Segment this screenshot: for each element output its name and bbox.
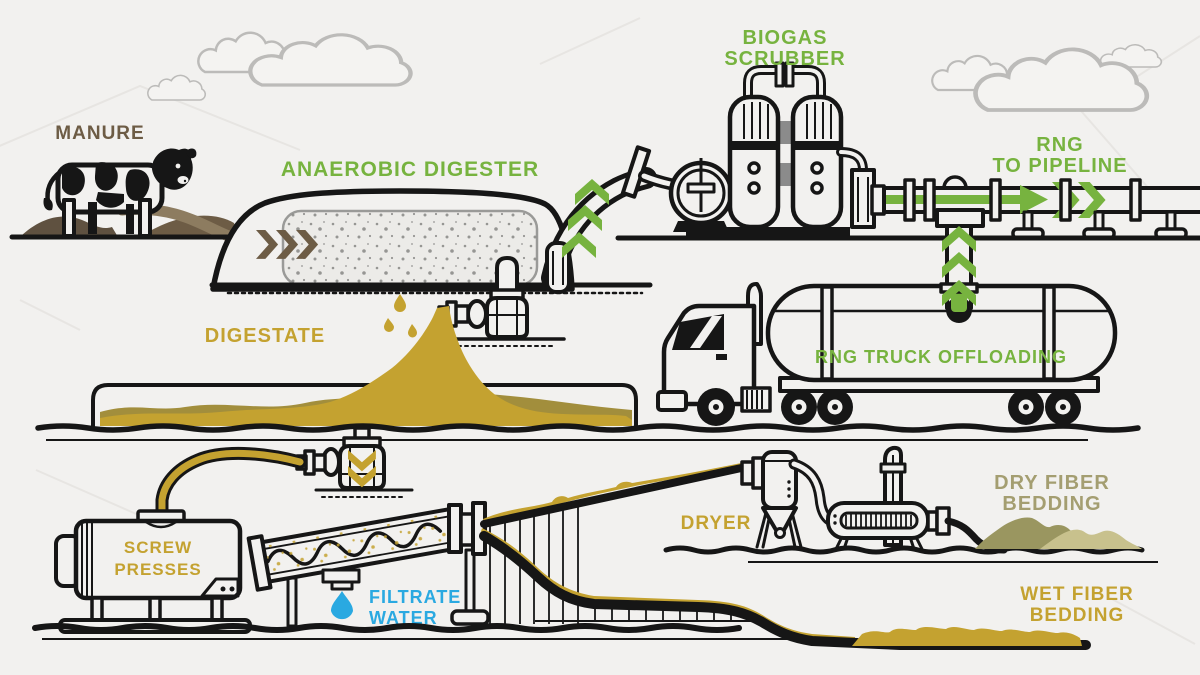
scrubber-tank [790, 94, 844, 230]
bumper [656, 390, 688, 412]
manure-scene: MANURE [9, 123, 268, 252]
pipeline-flow-arrow-icon [886, 195, 1020, 204]
cloud-icon [147, 74, 207, 101]
press-label-line1: SCREW [124, 538, 192, 557]
pipe-flange [1129, 178, 1142, 222]
filtrate-label-line1: FILTRATE [369, 587, 461, 607]
offloading-riser [935, 208, 985, 323]
pipeline-label-line1: RNG [1036, 134, 1083, 156]
water-drop-icon [331, 591, 353, 620]
cow-eye [175, 163, 181, 169]
ground-line [35, 423, 1141, 433]
auger [246, 501, 490, 628]
dryer-label: DRYER [681, 513, 752, 534]
anaerobic-digester: ANAEROBIC DIGESTER [209, 145, 700, 295]
dry-fiber-label-line2: BEDDING [1002, 493, 1101, 515]
dry-fiber-label-line1: DRY FIBER [994, 472, 1110, 494]
press-label-line2: PRESSES [114, 560, 201, 579]
digestate-label: DIGESTATE [205, 325, 325, 347]
screw-press: SCREW PRESSES FILTRATE WATER [54, 501, 490, 634]
pipe-flange [923, 178, 936, 222]
pipe-flange [903, 178, 916, 222]
dryer-scene: DRYER DRY FIBER BEDDING [663, 445, 1158, 563]
riser-collar [935, 208, 985, 228]
dry-fiber-pile [1040, 529, 1142, 549]
slurry-pipe [155, 446, 307, 520]
pipe-flange [1059, 178, 1072, 222]
wet-fiber-label-line1: WET FIBER [1020, 584, 1134, 605]
pipe-support [1011, 210, 1188, 240]
digestate-lagoon: DIGESTATE [91, 294, 638, 430]
sky [147, 31, 1163, 110]
manure-label: MANURE [55, 123, 144, 144]
cow [43, 148, 197, 238]
cyclone-legs [755, 503, 803, 549]
biogas-scrubber: BIOGAS SCRUBBER [668, 27, 876, 238]
digester-label: ANAEROBIC DIGESTER [281, 158, 539, 181]
ground-line [663, 545, 1145, 555]
ground-line [32, 623, 742, 633]
scrubber-label-line1: BIOGAS [743, 27, 828, 49]
upper-conveyor-belt [480, 463, 750, 528]
truck-offloading-label: RNG TRUCK OFFLOADING [815, 347, 1067, 367]
wheel [697, 388, 1081, 426]
digestate-pump [437, 256, 566, 347]
dryer-outlet-belt [944, 517, 1008, 554]
pipeline-label-line2: TO PIPELINE [992, 155, 1127, 177]
tanker-band [1042, 285, 1056, 381]
digestate-drop [394, 294, 406, 312]
rng-pipeline: RNG TO PIPELINE [615, 134, 1200, 241]
rng-truck: RNG TRUCK OFFLOADING [35, 282, 1141, 441]
tanker-band [820, 285, 834, 381]
pipe-flange [989, 178, 1002, 222]
transfer-pump [155, 426, 414, 520]
lower-conveyor-belt [479, 531, 1091, 650]
conveyors: WET FIBER BEDDING [32, 462, 1134, 650]
wet-fiber-on-belt [480, 528, 855, 645]
drip-chute [321, 568, 361, 584]
scrubber-platform [686, 227, 850, 238]
scrubber-tank [727, 94, 781, 230]
drum-window [839, 511, 919, 530]
lagoon-outline [91, 383, 638, 430]
wet-fiber-label-line2: BEDDING [1030, 605, 1125, 626]
wet-fiber-pile [852, 627, 1082, 646]
filtrate-label-line2: WATER [369, 608, 438, 628]
scrubber-label-line2: SCRUBBER [724, 48, 845, 70]
digestate-stream [100, 306, 632, 426]
